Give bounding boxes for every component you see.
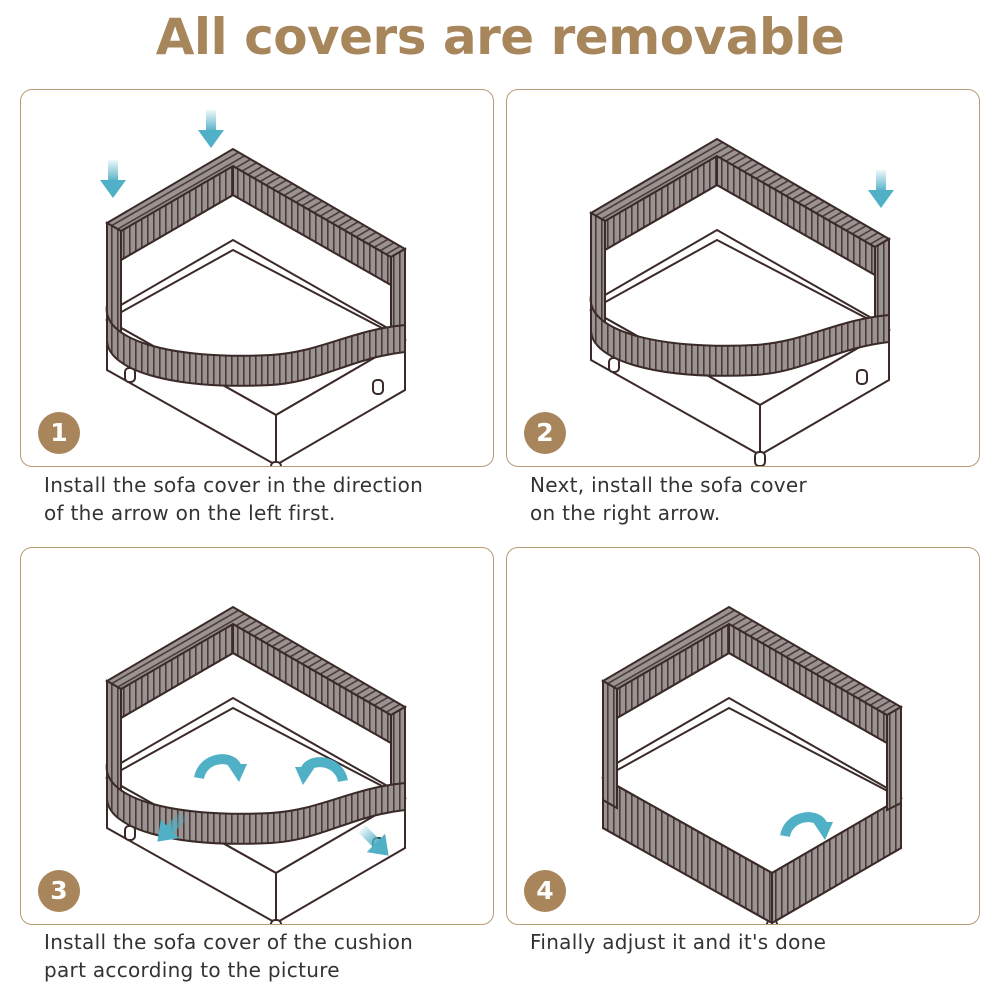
down-arrow-icon	[868, 170, 894, 208]
step-number-badge: 4	[524, 870, 566, 912]
step-number-badge: 1	[38, 412, 80, 454]
step-3-caption: Install the sofa cover of the cushion pa…	[44, 928, 413, 984]
caption-line: part according to the picture	[44, 958, 340, 982]
caption-line: Install the sofa cover of the cushion	[44, 930, 414, 954]
step-number-badge: 3	[38, 870, 80, 912]
sofa-illustration-step-3	[105, 606, 407, 924]
step-1-caption: Install the sofa cover in the direction …	[44, 471, 423, 527]
down-arrow-icon	[100, 160, 126, 198]
caption-line: Finally adjust it and it's done	[530, 930, 827, 954]
step-4-panel: 4	[506, 547, 980, 925]
step-2-panel: 2	[506, 89, 980, 467]
caption-line: on the right arrow.	[530, 501, 721, 525]
step-4-caption: Finally adjust it and it's done	[530, 928, 826, 956]
caption-line: Install the sofa cover in the direction	[44, 473, 424, 497]
down-arrow-icon	[198, 110, 224, 148]
step-number-badge: 2	[524, 412, 566, 454]
step-3-panel: 3	[20, 547, 494, 925]
sofa-illustration-step-1	[100, 110, 407, 466]
page-title: All covers are removable	[155, 8, 845, 66]
sofa-illustration-step-4	[602, 606, 902, 924]
sofa-illustration-step-2	[589, 138, 894, 466]
step-2-caption: Next, install the sofa cover on the righ…	[530, 471, 807, 527]
caption-line: Next, install the sofa cover	[530, 473, 808, 497]
step-1-panel: 1	[20, 89, 494, 467]
caption-line: of the arrow on the left first.	[44, 501, 336, 525]
